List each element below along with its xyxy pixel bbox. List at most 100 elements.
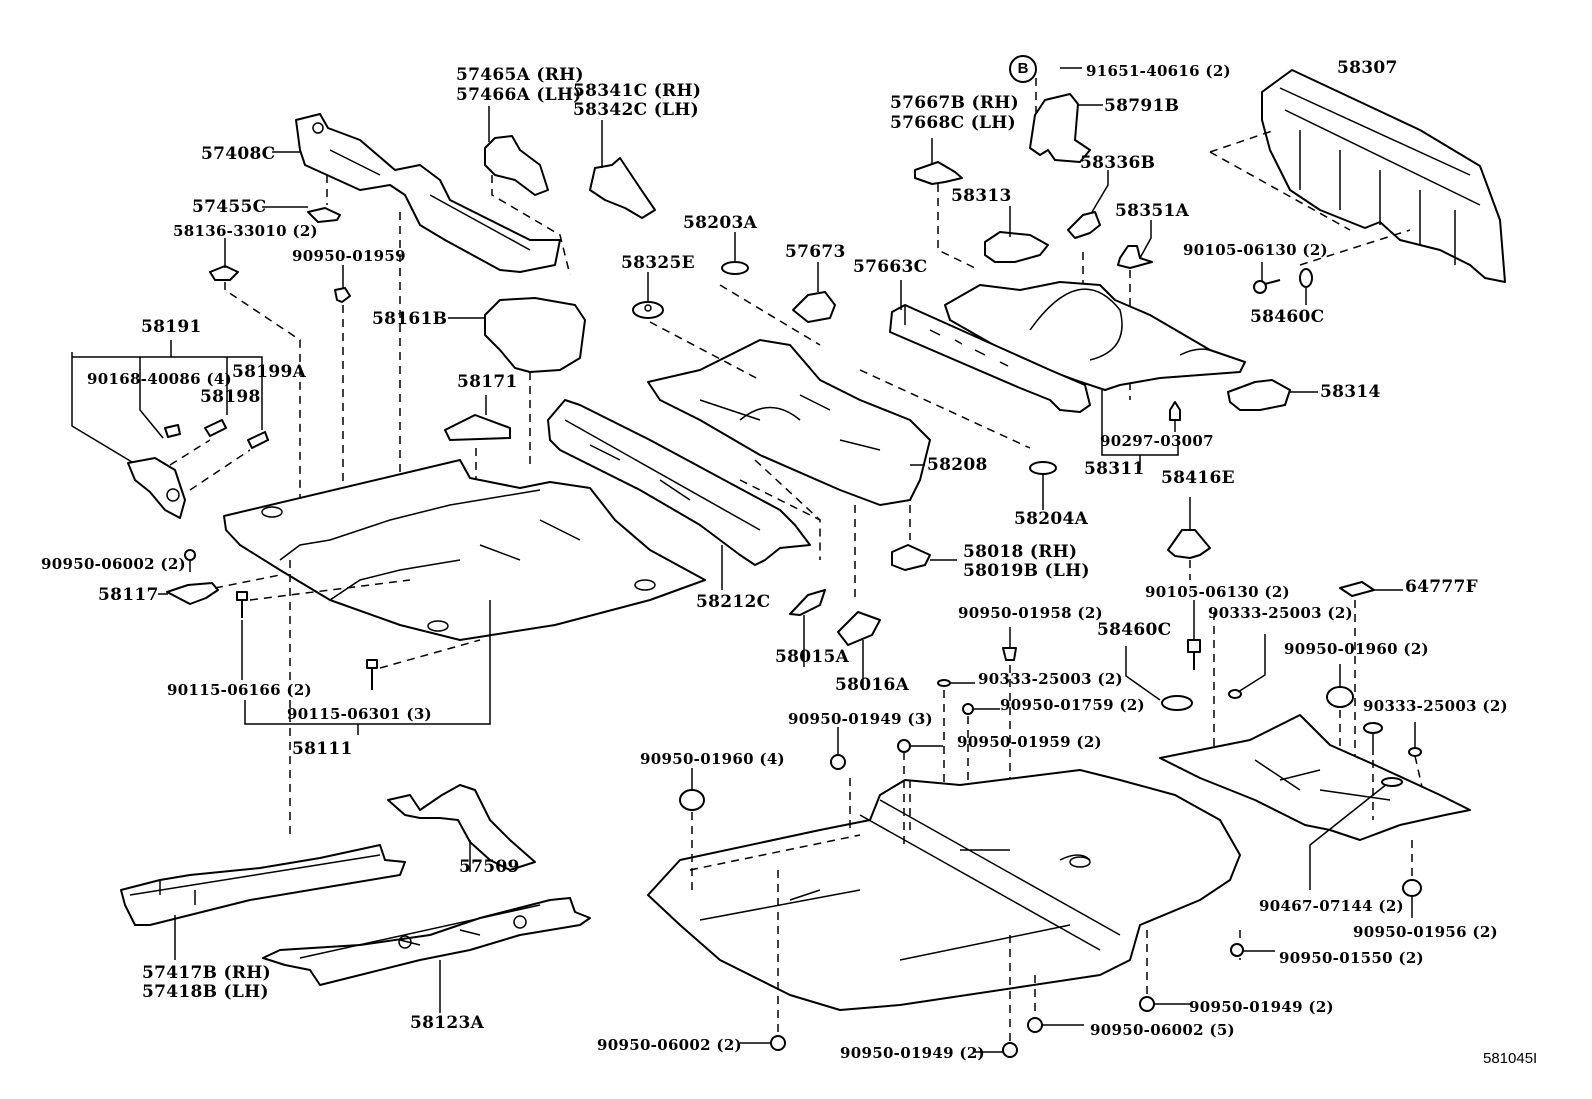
part-90950-01949-bottom xyxy=(975,935,1018,1058)
part-90333-grommet-c xyxy=(1408,722,1426,801)
label-58208: 58208 xyxy=(927,455,988,475)
label-90168-40086: 90168-40086 (4) xyxy=(87,370,232,388)
label-58016A: 58016A xyxy=(835,675,910,695)
part-58123A-reinforcement xyxy=(262,897,591,1013)
label-91651-40616: 91651-40616 (2) xyxy=(1086,62,1231,80)
label-58203A: 58203A xyxy=(683,213,758,233)
label-90115-06301: 90115-06301 (3) xyxy=(287,705,432,723)
part-58460C-mid xyxy=(1125,646,1193,711)
label-90467-07144: 90467-07144 (2) xyxy=(1259,897,1404,915)
part-58136-clip xyxy=(209,238,301,510)
part-58314 xyxy=(1227,379,1318,411)
part-58416E-bracket xyxy=(1167,497,1211,580)
part-58307-back-panel xyxy=(1209,69,1506,283)
label-57465A: 57465A (RH) xyxy=(456,65,584,85)
part-90297-clip xyxy=(1169,401,1181,432)
part-57455C xyxy=(262,175,341,223)
label-57418B: 57418B (LH) xyxy=(142,982,269,1002)
label-57673: 57673 xyxy=(785,242,846,262)
part-58351A xyxy=(1117,220,1153,400)
part-58015A xyxy=(789,589,826,667)
label-90297-03007: 90297-03007 xyxy=(1100,432,1214,450)
label-90950-01949-bottom: 90950-01949 (2) xyxy=(840,1044,985,1062)
label-90950-01550: 90950-01550 (2) xyxy=(1279,949,1424,967)
part-90950-06002-bottom xyxy=(740,870,786,1051)
part-58204A-plug xyxy=(1029,461,1057,510)
part-58336B xyxy=(1067,170,1109,285)
label-57417B: 57417B (RH) xyxy=(142,963,272,983)
label-58314: 58314 xyxy=(1320,382,1381,402)
label-57466A: 57466A (LH) xyxy=(456,85,582,105)
part-57417B-side-rail xyxy=(120,844,406,960)
part-58018-pad xyxy=(891,544,957,571)
part-57509-bracket xyxy=(387,784,536,872)
label-58325E: 58325E xyxy=(621,253,695,273)
label-90333-25003-b: 90333-25003 (2) xyxy=(978,670,1123,688)
label-57663C: 57663C xyxy=(853,257,928,277)
label-58136-33010: 58136-33010 (2) xyxy=(173,222,318,240)
label-58117: 58117 xyxy=(98,585,159,605)
label-58341C: 58341C (RH) xyxy=(573,81,702,101)
label-58460C-mid: 58460C xyxy=(1097,620,1172,640)
part-90950-06002-5 xyxy=(1027,975,1084,1033)
label-90950-01956: 90950-01956 (2) xyxy=(1353,923,1498,941)
part-90950-01949-right xyxy=(1139,930,1192,1012)
label-58019B: 58019B (LH) xyxy=(963,561,1090,581)
part-58313 xyxy=(984,206,1049,263)
label-90333-25003-c: 90333-25003 (2) xyxy=(1363,697,1508,715)
label-58416E: 58416E xyxy=(1161,468,1235,488)
part-64777F-pad xyxy=(1339,581,1403,785)
part-58117 xyxy=(158,549,281,605)
label-58212C: 58212C xyxy=(696,592,771,612)
label-58313: 58313 xyxy=(951,186,1012,206)
part-58341C-bracket xyxy=(589,120,656,219)
label-90950-06002-5: 90950-06002 (5) xyxy=(1090,1021,1235,1039)
part-90105-bolt-top xyxy=(1253,262,1313,305)
part-58111-front-floor-pan xyxy=(223,459,706,840)
part-57465A-bracket xyxy=(484,106,571,276)
part-57673-cover xyxy=(792,262,836,323)
part-rear-under-panel xyxy=(1159,714,1471,918)
label-90950-01959-top: 90950-01959 xyxy=(292,247,406,265)
label-90333-25003-a: 90333-25003 (2) xyxy=(1208,604,1353,622)
part-90333-grommet-b xyxy=(937,679,975,800)
label-90950-01960-left: 90950-01960 (4) xyxy=(640,750,785,768)
part-lower-floor-pan xyxy=(647,769,1241,1011)
part-90950-01959-mid xyxy=(897,739,943,850)
label-58015A: 58015A xyxy=(775,647,850,667)
label-58171: 58171 xyxy=(457,372,518,392)
label-58123A: 58123A xyxy=(410,1013,485,1033)
part-58191-bracket xyxy=(71,340,269,519)
part-58203A-plug xyxy=(721,232,749,275)
label-57509: 57509 xyxy=(459,857,520,877)
label-90105-06130-top: 90105-06130 (2) xyxy=(1183,241,1328,259)
part-58325E-grommet xyxy=(632,272,664,319)
part-90950-01960-left xyxy=(679,768,705,895)
part-58016A xyxy=(837,611,881,690)
part-57663C-cross-member xyxy=(889,280,1091,413)
label-58351A: 58351A xyxy=(1115,201,1190,221)
part-90105-bolt-mid xyxy=(1187,600,1201,670)
part-90950-01550 xyxy=(1230,943,1275,957)
label-58198: 58198 xyxy=(200,387,261,407)
callout-b-symbol: B xyxy=(1009,55,1037,83)
label-90105-06130-mid: 90105-06130 (2) xyxy=(1145,583,1290,601)
label-90950-01949-right: 90950-01949 (2) xyxy=(1189,998,1334,1016)
label-58791B: 58791B xyxy=(1104,96,1180,116)
label-90115-06166: 90115-06166 (2) xyxy=(167,681,312,699)
part-58791B-bracket xyxy=(1029,67,1103,163)
diagram-reference-code: 581045I xyxy=(1483,1050,1538,1067)
label-58336B: 58336B xyxy=(1080,153,1156,173)
label-90950-01949-3: 90950-01949 (3) xyxy=(788,710,933,728)
label-58307: 58307 xyxy=(1337,58,1398,78)
part-58208-tunnel xyxy=(647,284,1031,600)
label-90950-06002-left: 90950-06002 (2) xyxy=(41,555,186,573)
label-57668C: 57668C (LH) xyxy=(890,113,1016,133)
label-58018: 58018 (RH) xyxy=(963,542,1078,562)
part-57667B-bracket xyxy=(914,138,976,269)
label-58311: 58311 xyxy=(1084,459,1145,479)
label-58199A: 58199A xyxy=(232,362,307,382)
part-58161B-mount xyxy=(448,297,586,470)
